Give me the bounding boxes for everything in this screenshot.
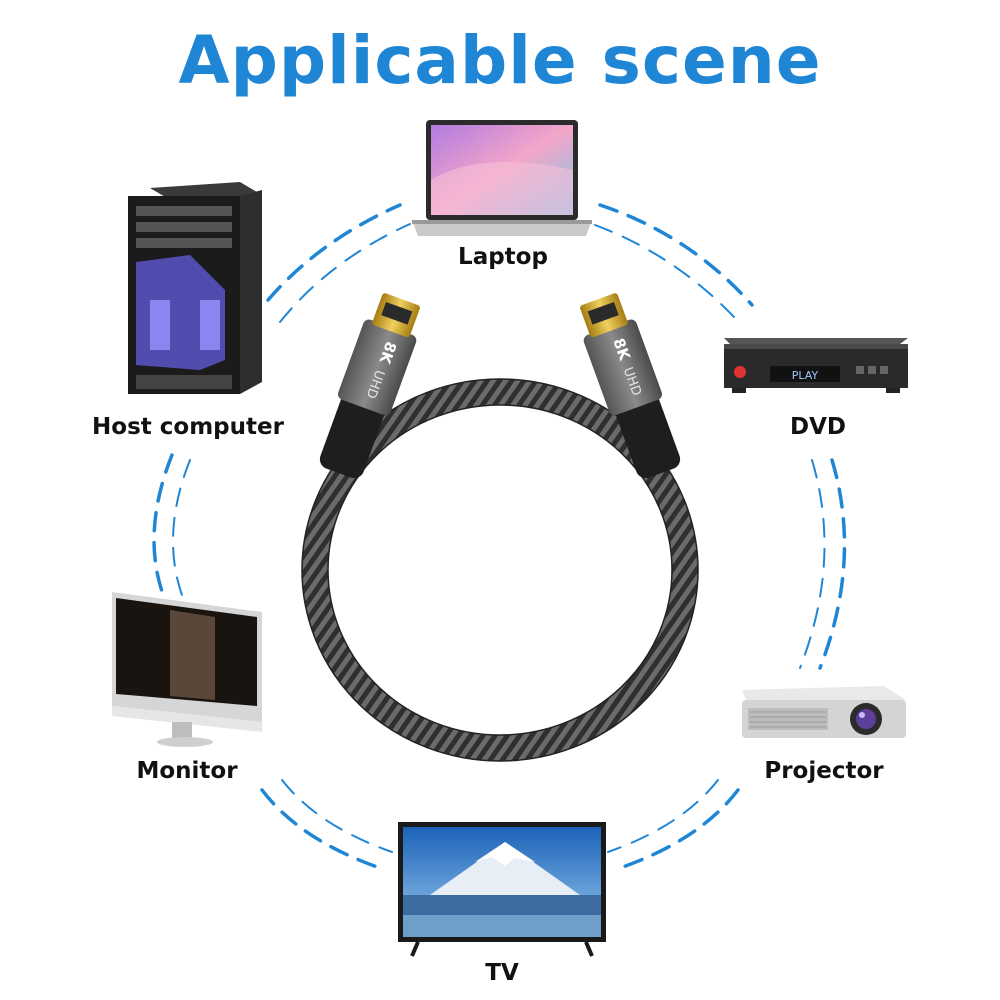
arc-monitor-tv — [260, 788, 382, 870]
projector-icon — [742, 686, 906, 738]
dvd-display-text: PLAY — [792, 369, 819, 382]
dvd-player-icon: PLAY — [724, 338, 908, 393]
arc-host-monitor-inner — [172, 459, 191, 599]
device-label-dvd: DVD — [790, 414, 846, 440]
arc-host-laptop — [266, 203, 402, 302]
device-label-tv: TV — [485, 960, 519, 986]
page-title: Applicable scene — [178, 22, 822, 99]
arc-monitor-tv-inner — [281, 779, 393, 853]
monitor-icon — [112, 592, 262, 747]
device-label-projector: Projector — [764, 758, 884, 784]
device-label-monitor: Monitor — [136, 758, 238, 784]
tv-icon — [398, 822, 606, 957]
arc-laptop-dvd — [598, 203, 754, 307]
connection-arcs — [152, 203, 847, 870]
arc-host-monitor — [152, 453, 174, 602]
device-label-host-computer: Host computer — [92, 414, 284, 440]
arc-projector-tv-inner — [607, 779, 719, 853]
device-label-laptop: Laptop — [458, 244, 548, 270]
arc-host-laptop-inner — [279, 223, 411, 323]
cable-coil — [302, 379, 698, 761]
arc-projector-tv — [618, 788, 740, 870]
laptop-icon — [412, 120, 592, 236]
arc-dvd-projector — [818, 458, 847, 670]
arc-dvd-projector-inner — [799, 459, 826, 669]
hdmi-connector-left: 8K UHD — [319, 293, 420, 479]
desktop-tower-icon — [128, 182, 262, 394]
hdmi-cable-image: 8K UHD 8K UHD — [301, 293, 699, 762]
hdmi-connector-right: 8K UHD — [580, 293, 681, 479]
